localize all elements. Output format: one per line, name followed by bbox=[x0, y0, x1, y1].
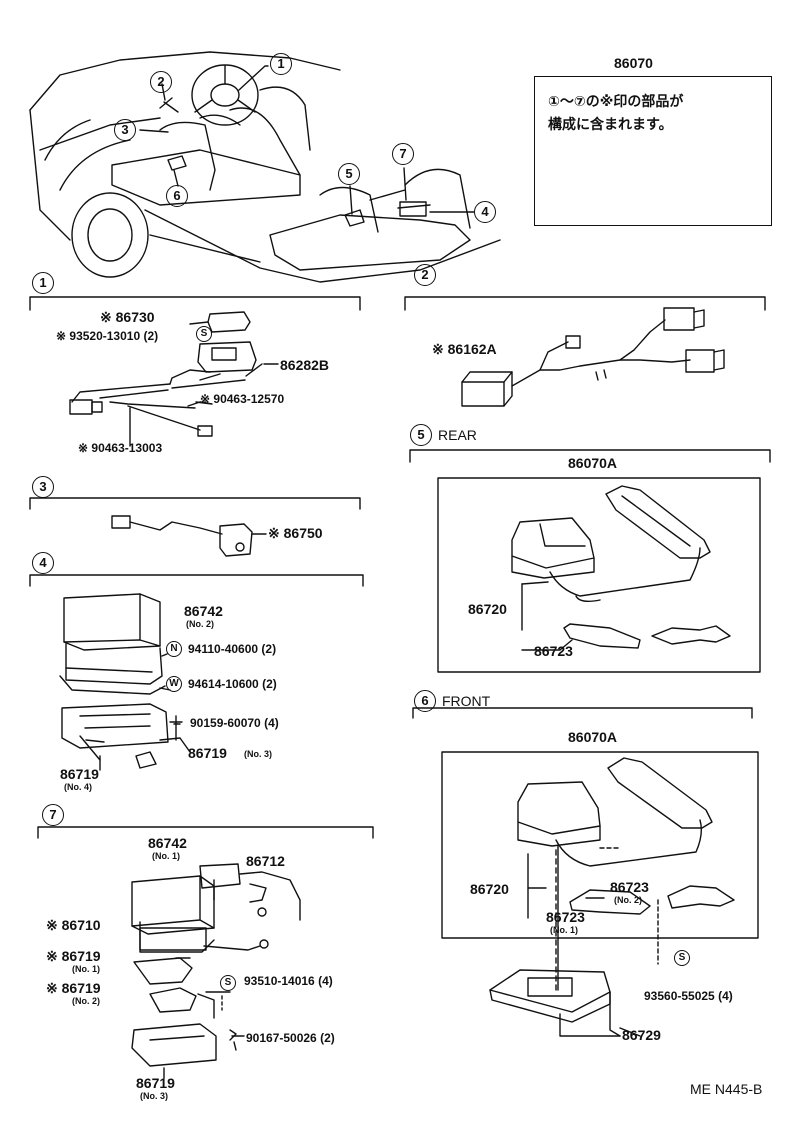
part-86719-no2-sub: (No. 2) bbox=[72, 996, 100, 1006]
note-line-2: 構成に含まれます。 bbox=[548, 117, 673, 133]
part-86712: 86712 bbox=[246, 853, 285, 869]
part-90463-12570: ※ 90463-12570 bbox=[200, 392, 285, 406]
label-leaders bbox=[175, 321, 621, 1037]
section-2-number: 2 bbox=[414, 264, 436, 286]
part-86719-no4: 86719 bbox=[60, 766, 99, 782]
section-4-number: 4 bbox=[32, 552, 54, 574]
part-86729: 86729 bbox=[622, 1027, 661, 1043]
section2-harness bbox=[461, 307, 725, 407]
part-86070A-front: 86070A bbox=[568, 729, 618, 745]
part-86719-no3-s7: 86719 bbox=[136, 1075, 175, 1091]
callout-1: 1 bbox=[270, 53, 292, 75]
section-5-number: 5 bbox=[410, 424, 432, 446]
section6-front-assembly bbox=[441, 751, 759, 1037]
callout-4: 4 bbox=[474, 201, 496, 223]
part-93560-55025: 93560-55025 (4) bbox=[644, 989, 733, 1003]
mark-s-1: S bbox=[196, 326, 212, 342]
part-86742-no1: 86742 bbox=[148, 835, 187, 851]
part-86723-no1: 86723 bbox=[546, 909, 585, 925]
part-86723-rear: 86723 bbox=[534, 643, 573, 659]
part-86720-rear: 86720 bbox=[468, 601, 507, 617]
part-86719-no3-sub: (No. 3) bbox=[244, 749, 272, 759]
part-86719-no2: ※ 86719 bbox=[46, 980, 101, 996]
part-86070A-rear: 86070A bbox=[568, 455, 618, 471]
note-box bbox=[534, 76, 772, 226]
section-brackets bbox=[29, 296, 771, 839]
part-93510-14016: 93510-14016 (4) bbox=[244, 974, 333, 988]
part-86719-no3-s7-sub: (No. 3) bbox=[140, 1091, 168, 1101]
section4-parts bbox=[59, 593, 191, 771]
callout-2: 2 bbox=[150, 71, 172, 93]
car-interior-illustration bbox=[29, 51, 501, 283]
part-94110-40600: 94110-40600 (2) bbox=[188, 642, 277, 656]
part-86719-no1: ※ 86719 bbox=[46, 948, 101, 964]
callout-3: 3 bbox=[114, 119, 136, 141]
callout-6: 6 bbox=[166, 185, 188, 207]
part-86720-front: 86720 bbox=[470, 881, 509, 897]
section-7-number: 7 bbox=[42, 804, 64, 826]
part-86723-no2: 86723 bbox=[610, 879, 649, 895]
section1-parts bbox=[69, 311, 263, 447]
section5-rear-assembly bbox=[437, 477, 761, 673]
part-94614-10600: 94614-10600 (2) bbox=[188, 677, 277, 691]
section7-parts bbox=[131, 863, 301, 1079]
part-86730: ※ 86730 bbox=[100, 309, 155, 325]
note-line-1: ①～⑦の※印の部品が bbox=[548, 94, 684, 110]
part-86742: 86742 bbox=[184, 603, 223, 619]
part-90167-50026: 90167-50026 (2) bbox=[246, 1031, 335, 1045]
part-86719-no1-sub: (No. 1) bbox=[72, 964, 100, 974]
drawing-code: ME N445-B bbox=[690, 1081, 763, 1097]
mark-n: N bbox=[166, 641, 182, 657]
part-86750: ※ 86750 bbox=[268, 525, 323, 541]
part-86723-no2-sub: (No. 2) bbox=[614, 895, 642, 905]
section-6-title: FRONT bbox=[442, 693, 491, 709]
part-90159-60070: 90159-60070 (4) bbox=[190, 716, 279, 730]
part-90463-13003: ※ 90463-13003 bbox=[78, 441, 163, 455]
part-86719-no3: 86719 bbox=[188, 745, 227, 761]
part-86282B: 86282B bbox=[280, 357, 330, 373]
section-3-number: 3 bbox=[32, 476, 54, 498]
part-86742-sub: (No. 2) bbox=[186, 619, 214, 629]
part-86742-no1-sub: (No. 1) bbox=[152, 851, 180, 861]
mark-w: W bbox=[166, 676, 182, 692]
part-86719-no4-sub: (No. 4) bbox=[64, 782, 92, 792]
mark-s-6: S bbox=[674, 950, 690, 966]
section-5-title: REAR bbox=[438, 427, 477, 443]
part-86723-no1-sub: (No. 1) bbox=[550, 925, 578, 935]
part-93520-13010: ※ 93520-13010 (2) bbox=[56, 329, 159, 343]
callout-5: 5 bbox=[338, 163, 360, 185]
mark-s-7: S bbox=[220, 975, 236, 991]
assembly-code: 86070 bbox=[614, 55, 653, 71]
part-86710: ※ 86710 bbox=[46, 917, 101, 933]
section-6-number: 6 bbox=[414, 690, 436, 712]
part-86162A: ※ 86162A bbox=[432, 341, 497, 357]
callout-7: 7 bbox=[392, 143, 414, 165]
section-1-number: 1 bbox=[32, 272, 54, 294]
section3-part bbox=[111, 515, 267, 557]
